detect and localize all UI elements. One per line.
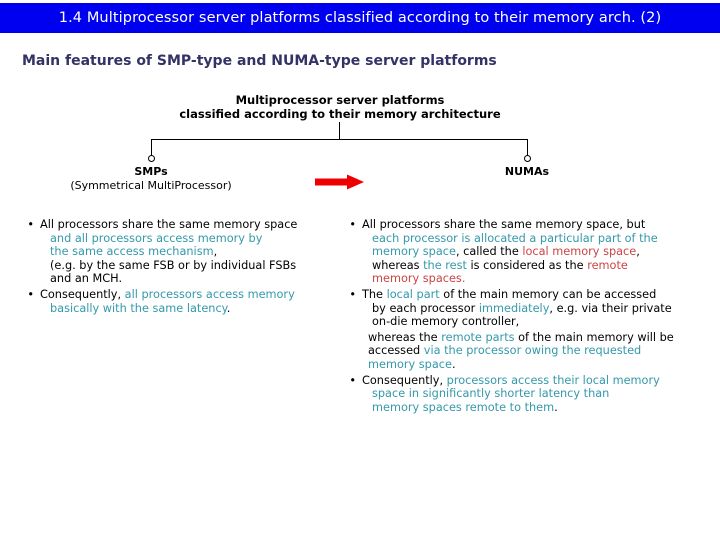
text-run-teal: each processor is allocated a particular… (372, 231, 658, 245)
bullet-line: basically with the same latency. (40, 302, 334, 316)
text-run-black: whereas (372, 258, 424, 272)
bullet-line: each processor is allocated a particular… (362, 232, 708, 246)
text-run-black: of the main memory will be (514, 330, 674, 344)
bullet-line: memory space, called the local memory sp… (362, 245, 708, 259)
diagram-root-line2: classified according to their memory arc… (179, 107, 501, 121)
tree-drop-line-left (151, 139, 152, 156)
text-run-teal: immediately (478, 301, 550, 315)
bullet-line: and an MCH. (40, 272, 334, 286)
tree-node-numas (524, 155, 531, 162)
smp-feature-column: • All processors share the same memory sp… (18, 218, 334, 317)
text-run-teal: basically with the same latency (50, 301, 227, 315)
text-run-black: Consequently, (362, 373, 447, 387)
tree-horizontal-line (151, 139, 528, 140)
text-run-black: All processors share the same memory spa… (362, 218, 646, 231)
bullet-line: whereas the remote parts of the main mem… (368, 331, 708, 345)
text-run-teal: memory space (372, 245, 456, 259)
bullet-line: Consequently, all processors access memo… (40, 288, 334, 302)
branch-subtitle-smps: (Symmetrical MultiProcessor) (70, 179, 232, 192)
text-run-red: memory spaces. (372, 272, 466, 286)
text-run-black: of the main memory can be accessed (439, 287, 657, 301)
bullet-text: The local part of the main memory can be… (362, 288, 708, 329)
text-run-black: , (213, 245, 218, 259)
branch-caption-numas: NUMAs (427, 165, 627, 179)
bullet-line: by each processor immediately, e.g. via … (362, 302, 708, 316)
text-run-teal: processors access their local memory (446, 373, 660, 387)
diagram-root-line1: Multiprocessor server platforms (235, 93, 445, 107)
bullet-line: memory spaces remote to them. (362, 401, 708, 415)
bullet-line: the same access mechanism, (40, 245, 334, 259)
bullet-text: All processors share the same memory spa… (362, 218, 708, 286)
bullet-marker-icon: • (349, 287, 356, 301)
text-run-black: , (636, 245, 640, 259)
text-run-teal: memory spaces remote to them (372, 400, 555, 414)
text-run-teal: the rest (423, 258, 467, 272)
text-run-teal: the same access mechanism (50, 245, 214, 259)
text-run-black: . (451, 357, 456, 371)
text-run-red: local memory space (522, 245, 637, 259)
diagram-root-label: Multiprocessor server platforms classifi… (0, 93, 680, 121)
bullet-line: All processors share the same memory spa… (362, 218, 708, 232)
bullet-line: (e.g. by the same FSB or by individual F… (40, 259, 334, 273)
bullet-text: Consequently, processors access their lo… (362, 374, 708, 415)
text-run-teal: remote parts (441, 330, 515, 344)
bullet-line: memory space. (368, 358, 708, 372)
bullet-line: space in significantly shorter latency t… (362, 387, 708, 401)
tree-stem-line (339, 122, 340, 139)
text-run-black: The (362, 287, 387, 301)
bullet-text: All processors share the same memory spa… (40, 218, 334, 286)
text-run-black: . (226, 301, 231, 315)
tree-node-smps (148, 155, 155, 162)
bullet-line: All processors share the same memory spa… (40, 218, 334, 232)
numa-feature-column: • All processors share the same memory sp… (336, 218, 708, 416)
branch-title-numas: NUMAs (504, 165, 550, 178)
list-item-continuation: whereas the remote parts of the main mem… (336, 331, 708, 372)
bullet-marker-icon: • (27, 218, 34, 231)
list-item: • All processors share the same memory sp… (336, 218, 708, 286)
list-item: • The local part of the main memory can b… (336, 288, 708, 329)
text-run-black: , called the (455, 245, 523, 259)
bullet-marker-icon: • (349, 218, 356, 231)
right-arrow-icon (315, 174, 364, 190)
text-run-teal: memory space (368, 357, 452, 371)
branch-caption-smps: SMPs (Symmetrical MultiProcessor) (33, 165, 269, 193)
text-run-black: , e.g. via their private (549, 301, 672, 315)
bullet-line: on-die memory controller, (362, 315, 708, 329)
text-run-black: is considered as the (466, 258, 588, 272)
text-run-teal: local part (386, 287, 440, 301)
text-run-teal: space in significantly shorter latency t… (372, 387, 610, 401)
text-run-black: on-die memory controller, (372, 315, 520, 329)
text-run-black: Consequently, (40, 287, 125, 301)
list-item: • Consequently, all processors access mem… (18, 288, 334, 315)
text-run-black: and an MCH. (50, 272, 123, 286)
text-run-black: . (554, 400, 558, 414)
text-run-black: All processors share the same memory spa… (40, 218, 298, 231)
tree-drop-line-right (527, 139, 528, 156)
bullet-line: Consequently, processors access their lo… (362, 374, 708, 388)
branch-title-smps: SMPs (134, 165, 168, 178)
list-item: • All processors share the same memory sp… (18, 218, 334, 286)
text-run-teal: via the processor owing the requested (423, 344, 642, 358)
slide-title-bar: 1.4 Multiprocessor server platforms clas… (0, 3, 720, 33)
bullet-line: accessed via the processor owing the req… (368, 344, 708, 358)
list-item: • Consequently, processors access their l… (336, 374, 708, 415)
text-run-black: whereas the (368, 330, 442, 344)
text-run-black: accessed (368, 344, 424, 358)
bullet-line: The local part of the main memory can be… (362, 288, 708, 302)
text-run-teal: and all processors access memory by (50, 231, 263, 245)
text-run-black: by each processor (372, 301, 479, 315)
text-run-red: remote (587, 258, 628, 272)
classification-diagram: Multiprocessor server platforms classifi… (0, 90, 720, 210)
text-run-teal: all processors access memory (124, 287, 295, 301)
bullet-line: memory spaces. (362, 272, 708, 286)
slide-title: 1.4 Multiprocessor server platforms clas… (58, 10, 662, 26)
bullet-marker-icon: • (349, 373, 356, 387)
bullet-marker-icon: • (27, 287, 34, 301)
bullet-text: Consequently, all processors access memo… (40, 288, 334, 315)
bullet-line: and all processors access memory by (40, 232, 334, 246)
bullet-line: whereas the rest is considered as the re… (362, 259, 708, 273)
text-run-black: (e.g. by the same FSB or by individual F… (50, 258, 297, 272)
slide-subtitle: Main features of SMP-type and NUMA-type … (22, 53, 497, 69)
